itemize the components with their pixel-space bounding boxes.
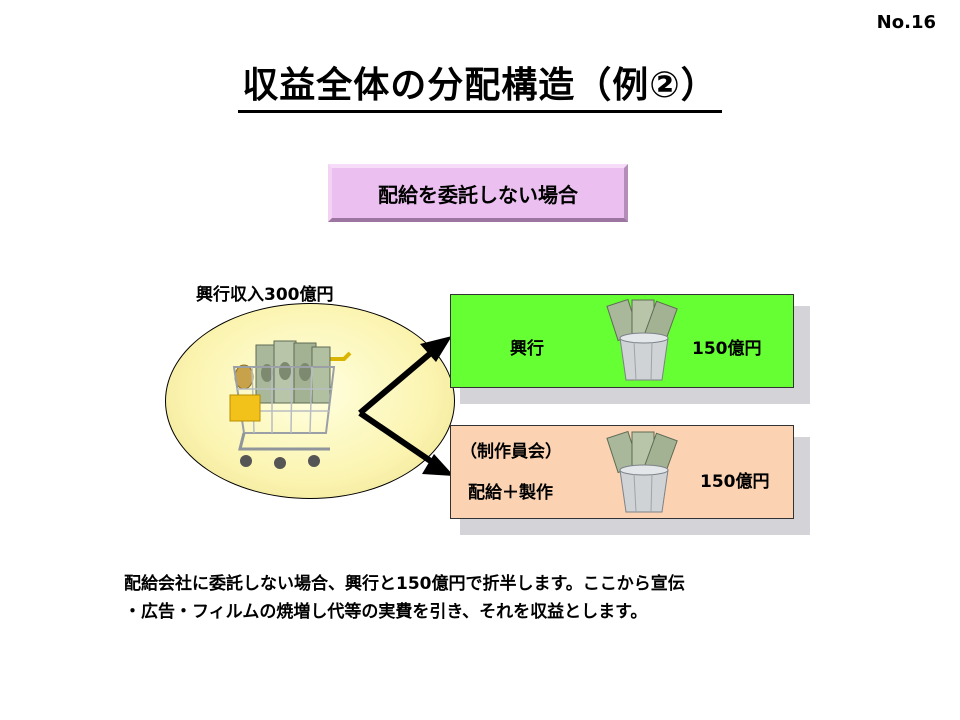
explanation-line-1: 配給会社に委託しない場合、興行と150億円で折半します。ここから宣伝 [124, 574, 685, 594]
money-bucket-icon [606, 430, 678, 513]
arrowhead-theater [420, 336, 452, 362]
case-label-box: 配給を委託しない場合 [328, 164, 628, 222]
slide-number: No.16 [876, 12, 936, 33]
committee-amount: 150億円 [700, 472, 770, 492]
money-bucket-icon [606, 298, 678, 381]
page-title: 収益全体の分配構造（例②） [0, 56, 960, 113]
shopping-cart-with-money-icon [229, 340, 352, 469]
income-label: 興行収入300億円 [196, 285, 334, 305]
committee-sublabel: （制作員会） [460, 442, 562, 462]
case-label-text: 配給を委託しない場合 [378, 182, 578, 207]
arrowhead-committee [422, 454, 454, 476]
theater-amount: 150億円 [692, 339, 762, 359]
explanation-line-2: ・広告・フィルムの焼増し代等の実費を引き、それを収益とします。 [124, 602, 648, 622]
arrow-to-committee [358, 410, 434, 465]
committee-label: 配給＋製作 [468, 483, 553, 503]
explanation-text: 配給会社に委託しない場合、興行と150億円で折半します。ここから宣伝 ・広告・フ… [124, 570, 864, 626]
theater-label: 興行 [510, 339, 544, 359]
arrow-to-theater [358, 349, 434, 416]
page-title-text: 収益全体の分配構造（例②） [238, 65, 722, 113]
